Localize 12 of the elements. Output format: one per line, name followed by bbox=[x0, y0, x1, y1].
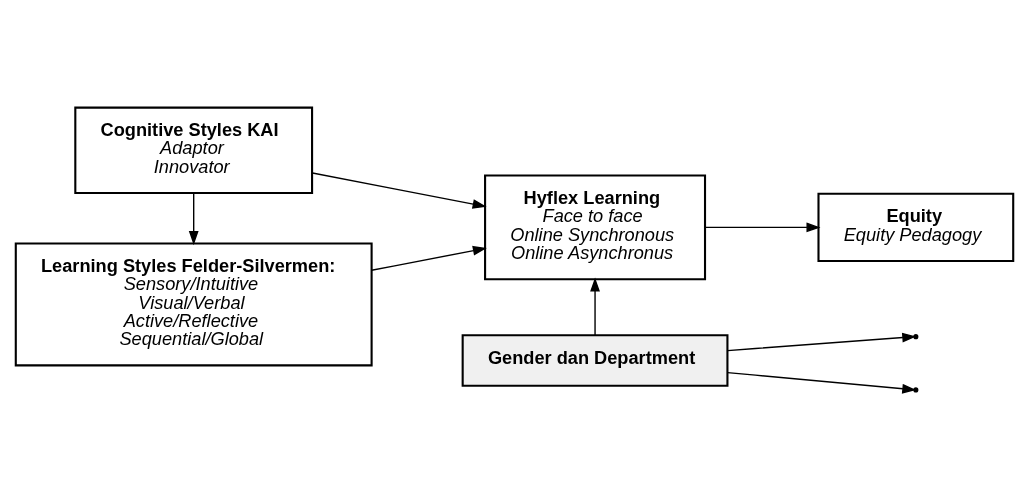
arrow bbox=[188, 191, 199, 245]
arrow bbox=[370, 245, 487, 271]
arrow bbox=[589, 276, 600, 336]
arrow bbox=[704, 221, 820, 232]
node-box: Cognitive Styles KAI Adaptor Innovator bbox=[73, 106, 313, 194]
node-box: Gender dan Department bbox=[461, 333, 728, 387]
arrow bbox=[726, 332, 916, 351]
arrow bbox=[726, 371, 916, 394]
arrow bbox=[311, 171, 487, 209]
node-box: Equity Equity Pedagogy bbox=[816, 192, 1014, 262]
node-box: Learning Styles Felder-Silvermen: Sensory/Intuitive Visual/Verbal Active/Reflective Sequential/Global bbox=[14, 241, 373, 366]
node-box: Hyflex Learning Face to face Online Synchronous Online Asynchronus bbox=[483, 174, 706, 280]
